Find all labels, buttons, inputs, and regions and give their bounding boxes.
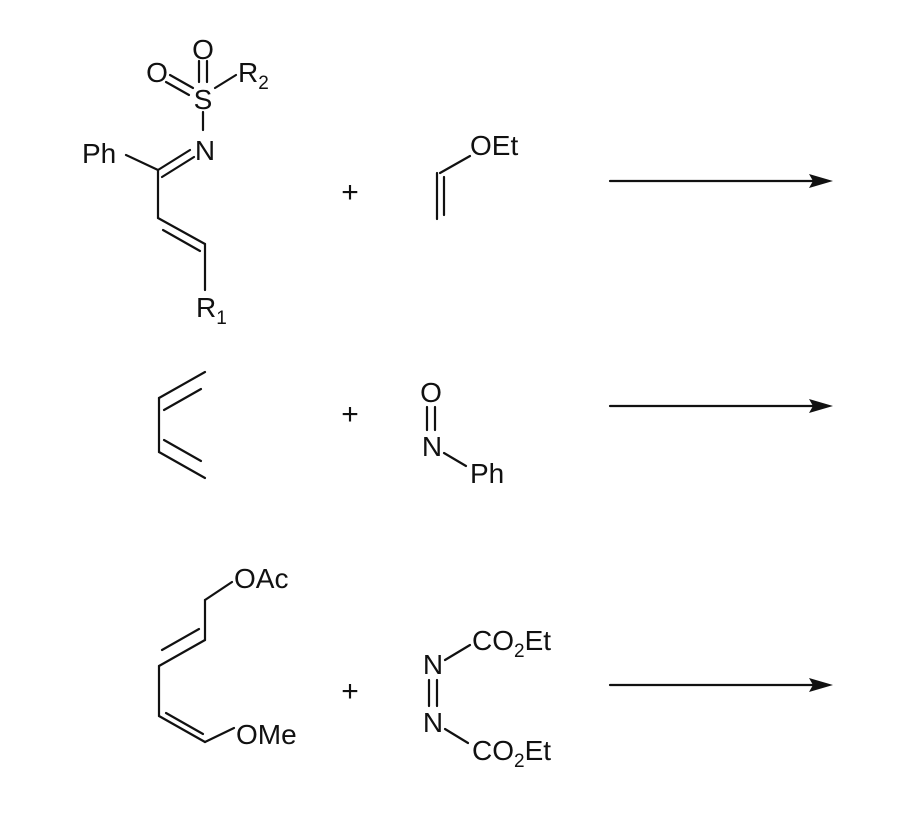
atom-nitrogen: N (195, 135, 215, 166)
group-acetoxy: OAc (234, 563, 288, 594)
atom-nitrogen: N (422, 431, 442, 462)
ethyl-vinyl-ether: OEt (435, 130, 518, 221)
atom-oxygen-top: O (192, 34, 214, 65)
bond-n-ph (442, 451, 468, 468)
bond-diene-bottom-a (157, 450, 207, 480)
bond-c-c-double-b (161, 228, 202, 253)
bond-c-n-b (160, 155, 196, 179)
bond-ch2-oac (203, 580, 234, 602)
group-phenyl: Ph (470, 458, 504, 489)
reaction-2: + O N Ph (157, 370, 833, 489)
bond-lower-double-b (164, 711, 205, 736)
group-r2: R2 (238, 57, 269, 94)
bond-s-o-left-a (168, 73, 195, 90)
bond-n-ester-top (443, 643, 472, 662)
atom-oxygen-left: O (146, 57, 168, 88)
reaction-arrow-3 (608, 678, 833, 692)
arrowhead-2 (809, 399, 833, 413)
bond-c-c-double-a (156, 216, 207, 246)
group-methoxy: OMe (236, 719, 297, 750)
bond-c-n-a (156, 148, 192, 172)
group-ethoxy: OEt (470, 130, 518, 161)
arrowhead-1 (809, 174, 833, 188)
reaction-arrow-1 (608, 174, 833, 188)
bond-diene-top-a (157, 370, 207, 400)
bond-c-ome (203, 726, 236, 744)
reaction-1: O O S N Ph R2 R1 + OEt (82, 34, 833, 329)
group-r1: R1 (196, 292, 227, 329)
bond-ph-c (124, 153, 160, 172)
group-ester-top: CO2Et (472, 625, 551, 662)
bond-n-ester-bottom (443, 727, 470, 745)
diethyl-azodicarboxylate: N N CO2Et CO2Et (423, 625, 551, 772)
group-phenyl: Ph (82, 138, 116, 169)
reaction-3: OAc OMe + N N CO2Et CO2Et (157, 563, 833, 772)
atom-sulfur: S (194, 84, 213, 115)
atom-nitrogen-bottom: N (423, 707, 443, 738)
atom-nitrogen-top: N (423, 649, 443, 680)
reaction-arrow-2 (608, 399, 833, 413)
group-ester-bottom: CO2Et (472, 735, 551, 772)
bond-s-r2 (213, 73, 238, 90)
n-sulfonyl-azadiene: O O S N Ph R2 R1 (82, 34, 269, 329)
bond-vinyl-o (438, 154, 472, 175)
nitrosobenzene: O N Ph (420, 377, 504, 489)
plus-sign-1: + (341, 176, 359, 209)
butadiene (157, 370, 207, 480)
bond-diene-top-b (162, 387, 203, 412)
substituted-diene: OAc OMe (157, 563, 297, 750)
bond-upper-double-a (157, 638, 207, 668)
bond-diene-bottom-b (162, 438, 203, 463)
atom-oxygen: O (420, 377, 442, 408)
plus-sign-3: + (341, 675, 359, 708)
arrowhead-3 (809, 678, 833, 692)
bond-lower-double-a (157, 714, 207, 744)
plus-sign-2: + (341, 398, 359, 431)
bond-s-o-left-b (164, 80, 191, 97)
bond-upper-double-b (160, 627, 201, 652)
